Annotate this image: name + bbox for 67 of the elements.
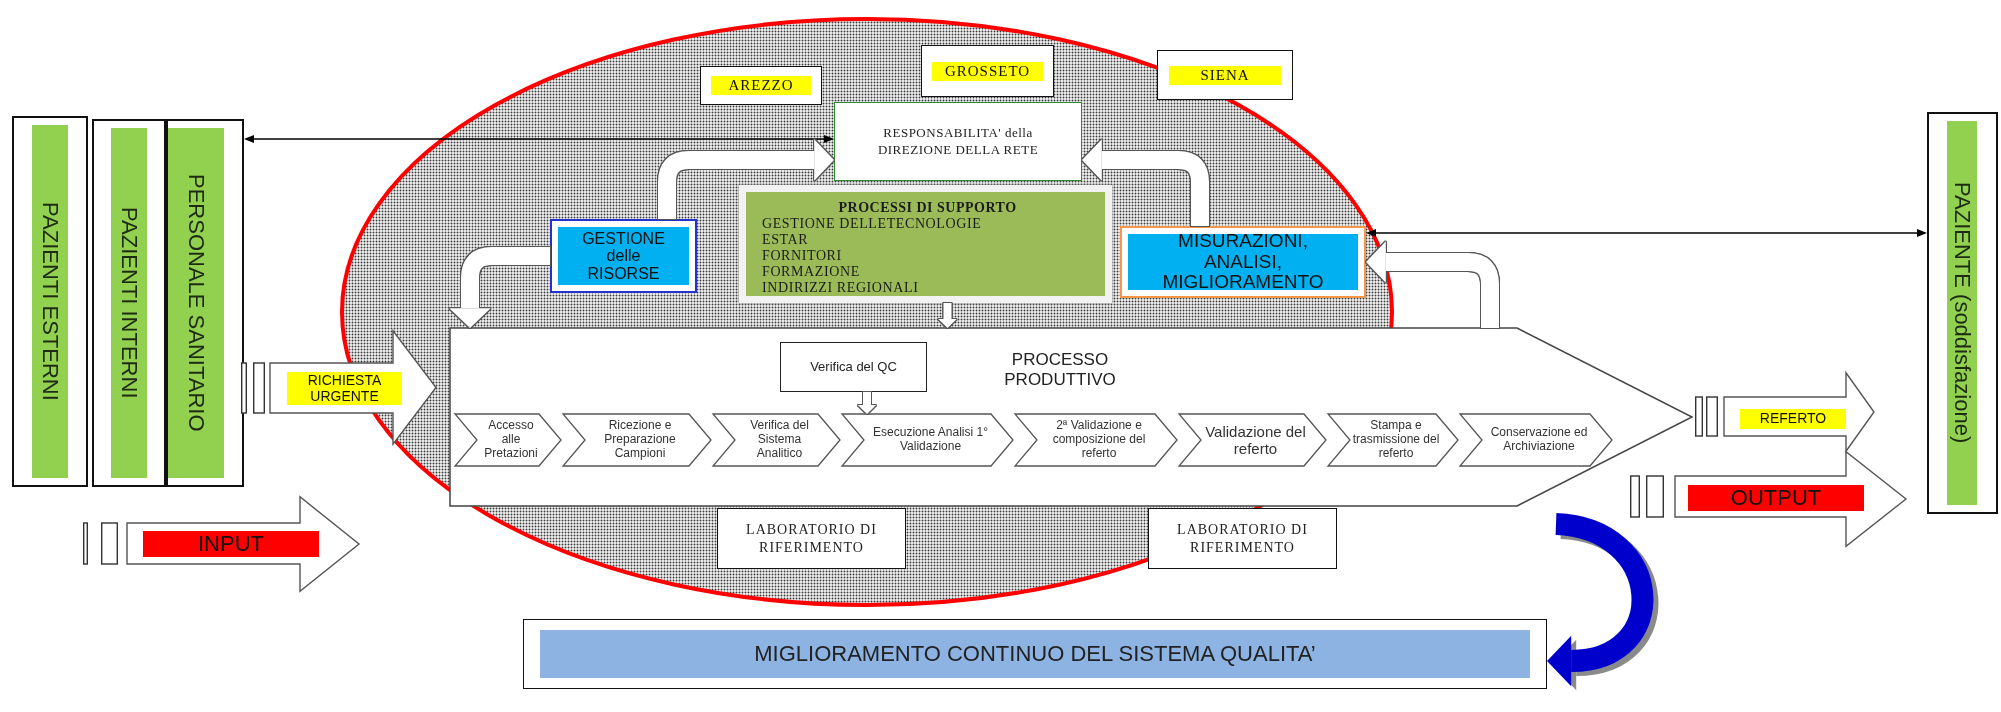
box-label: Verifica del QC	[809, 359, 898, 375]
arrow-label: REFERTO	[1740, 409, 1846, 429]
site-label: GROSSETO	[932, 61, 1043, 81]
group-box	[166, 119, 244, 487]
panel-heading: PROCESSI DI SUPPORTO	[838, 200, 1017, 216]
block-arrow	[1630, 451, 1907, 547]
fat-arrow	[1082, 139, 1209, 226]
arrow-label: INPUT	[143, 531, 319, 557]
vertical-label: PAZIENTI ESTERNI	[37, 202, 63, 401]
group-box	[92, 119, 166, 487]
list-item: FORMAZIONE	[762, 264, 860, 280]
step-label: 2ª Validazione e composizione del referto	[1051, 419, 1147, 461]
process-step	[1179, 414, 1326, 466]
process-step	[1015, 414, 1177, 466]
vertical-label: PERSONALE SANITARIO	[183, 174, 209, 432]
arrow	[244, 135, 834, 143]
list-item: FORNITORI	[762, 248, 842, 264]
process-step	[455, 414, 561, 466]
process-box	[550, 219, 697, 293]
fat-arrow	[658, 139, 834, 219]
fat-arrow	[449, 247, 550, 328]
box-label: GESTIONE delle RISORSE	[558, 227, 689, 285]
step-label: Ricezione e Preparazione Campioni	[603, 419, 677, 461]
step-label: Accesso alle Pretazioni	[483, 419, 539, 461]
group-box	[12, 116, 88, 487]
box-label: MISURAZIONI, ANALISI, MIGLIORAMENTO	[1128, 234, 1358, 290]
process-step	[563, 414, 711, 466]
vertical-label: PAZIENTE (soddisfazione)	[1949, 182, 1975, 444]
step-label: Verifica del Sistema Analitico	[749, 419, 810, 461]
step-label: Conservazione ed Archiviazione	[1489, 426, 1589, 454]
banner-box	[523, 619, 1547, 689]
fat-arrow	[1547, 513, 1654, 687]
step-label: Stampa e trasmissione del referto	[1351, 419, 1441, 461]
site-label: SIENA	[1168, 65, 1282, 85]
site-box	[921, 45, 1054, 97]
site-label: AREZZO	[710, 76, 812, 95]
box-label: LABORATORIO DI RIFERIMENTO	[745, 521, 878, 556]
process-step	[1460, 414, 1612, 466]
process-step	[1328, 414, 1458, 466]
process-title: PROCESSO PRODUTTIVO	[1003, 350, 1117, 390]
callout-box	[780, 342, 927, 392]
block-arrow	[83, 496, 360, 592]
fat-arrow	[938, 303, 957, 328]
lab-box	[717, 508, 906, 569]
list-item: INDIRIZZI REGIONALI	[762, 280, 919, 296]
step-label: Validazione del referto	[1204, 422, 1307, 458]
block-arrow	[241, 330, 437, 445]
process-pentagon	[450, 328, 1692, 506]
block-arrow	[1695, 372, 1875, 452]
banner-label: MIGLIORAMENTO CONTINUO DEL SISTEMA QUALITA’	[540, 630, 1530, 678]
process-step	[713, 414, 840, 466]
process-box	[834, 102, 1082, 181]
site-box	[1157, 50, 1293, 100]
step-label: Esecuzione Analisi 1° Validazione	[872, 426, 989, 454]
arrow-label: RICHIESTA URGENTE	[287, 372, 402, 405]
vertical-label: PAZIENTI INTERNI	[116, 207, 142, 399]
list-item: GESTIONE DELLETECNOLOGIE	[762, 216, 982, 232]
box-label: RESPONSABILITA' della DIREZIONE DELLA RETE	[876, 125, 1040, 158]
list-item: ESTAR	[762, 232, 809, 248]
arrow	[1366, 229, 1927, 237]
process-box	[1120, 226, 1366, 298]
group-box	[1927, 112, 1998, 514]
box-label: LABORATORIO DI RIFERIMENTO	[1176, 521, 1309, 556]
arrow-label: OUTPUT	[1688, 485, 1864, 511]
lab-box	[1148, 508, 1337, 569]
site-box	[700, 66, 822, 105]
support-panel	[739, 185, 1112, 303]
